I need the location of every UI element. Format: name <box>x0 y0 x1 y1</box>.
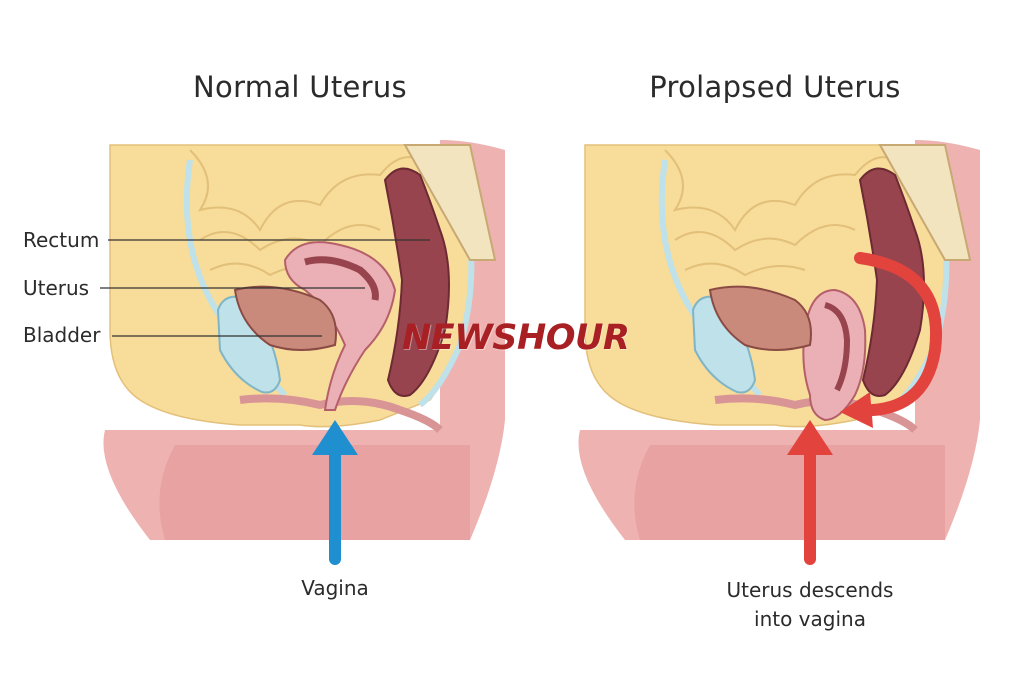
descends-label: Uterus descends into vagina <box>690 576 930 634</box>
normal-uterus-title: Normal Uterus <box>193 70 407 104</box>
prolapsed-uterus-diagram <box>578 140 980 565</box>
bladder-label: Bladder <box>23 323 101 347</box>
vagina-label: Vagina <box>301 576 369 600</box>
uterus-label: Uterus <box>23 276 90 300</box>
newshour-watermark: NEWSHOUR <box>402 318 630 358</box>
normal-uterus-diagram <box>100 140 505 565</box>
rectum-label: Rectum <box>23 228 100 252</box>
prolapse-curved-arrow <box>849 252 942 417</box>
vagina-arrow <box>312 420 358 565</box>
descends-line-1: Uterus descends <box>726 578 894 602</box>
descend-arrow <box>787 420 833 565</box>
uterus-prolapsed <box>802 288 867 422</box>
descends-line-2: into vagina <box>754 607 866 631</box>
prolapsed-uterus-title: Prolapsed Uterus <box>649 70 901 104</box>
